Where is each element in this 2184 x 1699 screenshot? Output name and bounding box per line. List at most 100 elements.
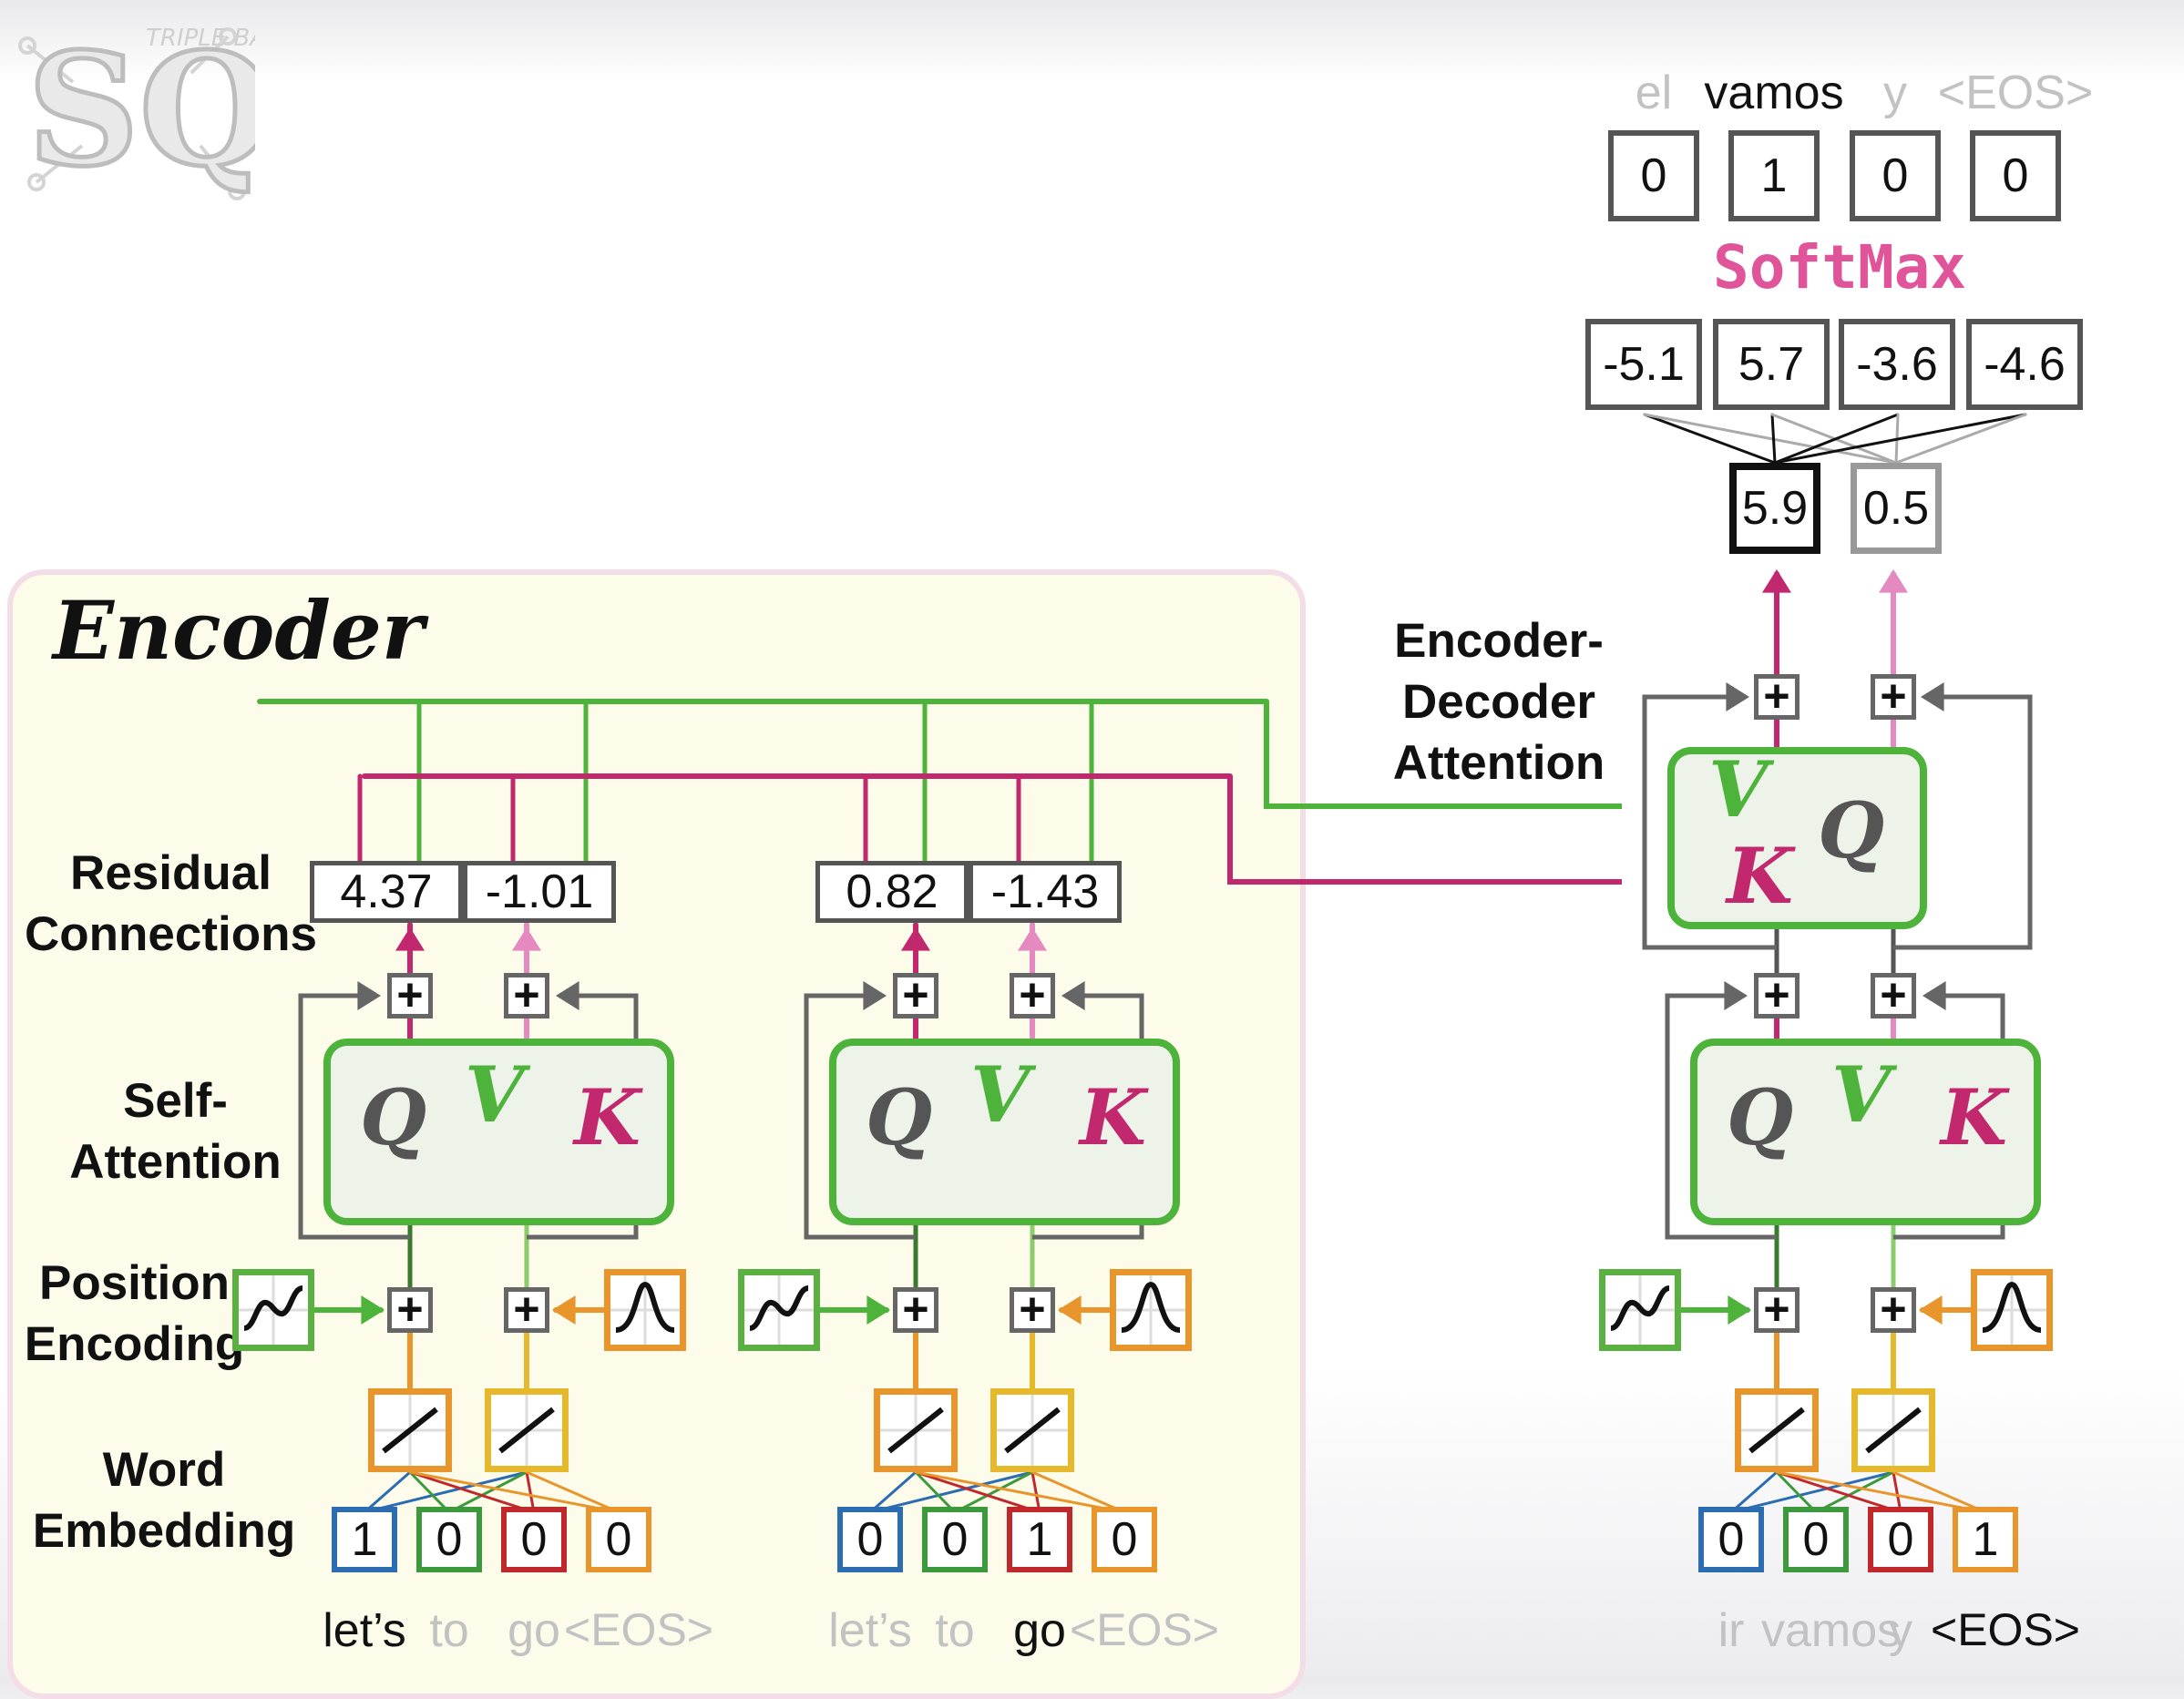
encoder-block-2-word-embedding-a [874,1388,958,1472]
logit-3: -4.6 [1966,319,2083,410]
decoder-block-word-embedding-b [1851,1388,1935,1472]
encoder-block-1-one-hot-2: 0 [501,1507,567,1572]
logo-tagline: TRIPLE BAM!!! [146,25,255,52]
decoder-block-embedding-weight-3-0 [1775,1470,1987,1514]
output-token-3: <EOS> [1937,67,2094,119]
encoder-block-2-embedding-weight-1-1 [953,1470,1034,1514]
decoder-block-embedding-weight-2-0 [1775,1470,1902,1514]
encoder-block-1-one-hot-3: 0 [586,1507,651,1572]
logit-2: -3.6 [1839,319,1955,410]
decoder-block-embedding-weight-2-1 [1892,1470,1902,1514]
decoder-block-one-hot-1: 0 [1783,1507,1849,1572]
decoder-block-value-letter: V [1831,1049,1892,1140]
encoder-block-1-token-0: let’s [323,1604,406,1657]
fc-weight-strong [1773,413,1900,465]
decoder-final-head-b [1879,569,1908,593]
fc-weight-strong [1643,413,1777,465]
encoder-block-2-residual-add-b: + [1010,972,1055,1018]
output-token-2: y [1883,67,1907,119]
decoder-block-position-encoding-a [1599,1269,1681,1351]
decoder-final-head-a [1762,569,1791,593]
encdec-residual-add-a: + [1754,673,1799,720]
encdec-residual-add-b: + [1871,673,1916,720]
decoder-encdec-residual-a [1642,694,1777,950]
encoder-block-1-position-encoding-a [232,1269,314,1351]
decoder-block-residual-loop-a [1665,993,1777,1240]
encoder-block-2-query-letter: Q [866,1072,933,1162]
encoder-block-2-residual-head-b [1061,981,1085,1010]
encoder-block-1-one-hot-0: 1 [332,1507,397,1572]
fc-weight-strong [1770,413,1777,465]
encoder-block-2-residual-head-a [863,981,887,1010]
encoder-block-2-one-hot-0: 0 [837,1507,903,1572]
decoder-block-token-2: y [1889,1604,1912,1657]
encoder-block-1-token-3: <EOS> [564,1604,713,1655]
encoder-block-1-token-2: go [508,1604,560,1657]
encoder-block-2-one-hot-2: 1 [1007,1507,1072,1572]
encoder-block-2-pe-arrow-head-b [1058,1295,1082,1325]
decoder-block-residual-head-b [1923,981,1946,1010]
encoder-block-2-token-2: go [1013,1604,1066,1657]
decoder-block-pe-arrow-head-a [1728,1295,1751,1325]
encoder-block-1-query-letter: Q [360,1072,427,1162]
decoder-block-one-hot-2: 0 [1868,1507,1933,1572]
softmax-label: SoftMax [1713,232,1967,302]
encoder-block-1-embedding-weight-1-1 [447,1470,528,1514]
encoder-block-2-residual-value-1: -1.43 [969,861,1122,923]
encoder-block-2-position-encoding-b [1110,1269,1192,1351]
logo-mark: SQ [27,19,255,201]
encoder-block-1-residual-add-a: + [387,972,433,1018]
encoder-block-1-residual-head-a [357,981,381,1010]
encoder-block-1-position-encoding-b [604,1269,686,1351]
encoder-block-2-token-3: <EOS> [1070,1604,1219,1655]
encoder-block-1-token-1: to [429,1604,469,1657]
encoder-decoder-attention-label: Encoder- Decoder Attention [1392,614,1605,790]
encoder-block-2-value-arrow-b [1018,927,1047,951]
decoder-encdec-residual-head-a [1726,682,1749,711]
encoder-block-2-pe-add-a: + [893,1286,938,1333]
encoder-block-2-embedding-weight-3-1 [1030,1470,1126,1514]
encoder-block-2-one-hot-3: 0 [1092,1507,1157,1572]
decoder-residual-value-1: 0.5 [1851,463,1942,554]
decoder-block-embedding-weight-0-0 [1729,1470,1779,1514]
encoder-block-2-word-embedding-b [990,1388,1074,1472]
decoder-block-embedding-weight-1-1 [1814,1470,1895,1514]
encoder-block-1-word-embedding-b [485,1388,569,1472]
word-embedding-label: Word Embedding [32,1443,296,1558]
encoder-block-1-word-embedding-a [368,1388,452,1472]
decoder-block-pe-arrow-head-b [1919,1295,1943,1325]
encoder-block-1-one-hot-1: 0 [416,1507,482,1572]
decoder-block-embedding-weight-1-0 [1775,1470,1818,1514]
decoder-block-residual-head-a [1724,981,1748,1010]
encoder-block-1-pe-arrow-head-a [361,1295,385,1325]
encoder-block-1-residual-value-1: -1.01 [463,861,616,923]
encoder-block-2-token-0: let’s [828,1604,912,1657]
encoder-block-1-residual-head-b [556,981,579,1010]
encoder-block-1-embedding-weight-2-1 [525,1470,536,1514]
output-prob-1: 1 [1728,130,1820,221]
encoder-block-1-residual-loop-a [298,993,410,1240]
statquest-logo: SQ TRIPLE BAM!!! [18,17,255,204]
encoder-block-1-embedding-weight-2-0 [408,1470,536,1514]
decoder-block-word-embedding-a [1735,1388,1819,1472]
decoder-block-residual-add-b: + [1871,972,1916,1018]
encoder-block-1-residual-value-0: 4.37 [310,861,463,923]
decoder-block-one-hot-3: 1 [1953,1507,2018,1572]
logit-1: 5.7 [1713,319,1830,410]
encoder-block-1-value-letter: V [465,1049,525,1140]
decoder-block-one-hot-0: 0 [1698,1507,1764,1572]
encoder-block-2-self-attention-box [829,1039,1180,1225]
encoder-block-2-residual-add-a: + [893,972,938,1018]
encoder-block-2-position-encoding-a [738,1269,820,1351]
decoder-encdec-residual-head-b [1921,682,1944,711]
fc-weight-weak [1894,413,2027,465]
encoder-block-2-embedding-weight-2-0 [914,1470,1041,1514]
fc-weight-strong [1773,413,2027,465]
encoder-block-1-embedding-weight-3-0 [408,1470,620,1514]
encdec-value-letter: V [1708,744,1769,834]
encoder-block-2-one-hot-1: 0 [922,1507,988,1572]
encoder-block-1-embedding-weight-0-0 [363,1470,412,1514]
encoder-block-2-value-letter: V [970,1049,1030,1140]
encoder-block-1-value-arrow-b [512,927,541,951]
encoder-block-1-pe-add-b: + [504,1286,549,1333]
